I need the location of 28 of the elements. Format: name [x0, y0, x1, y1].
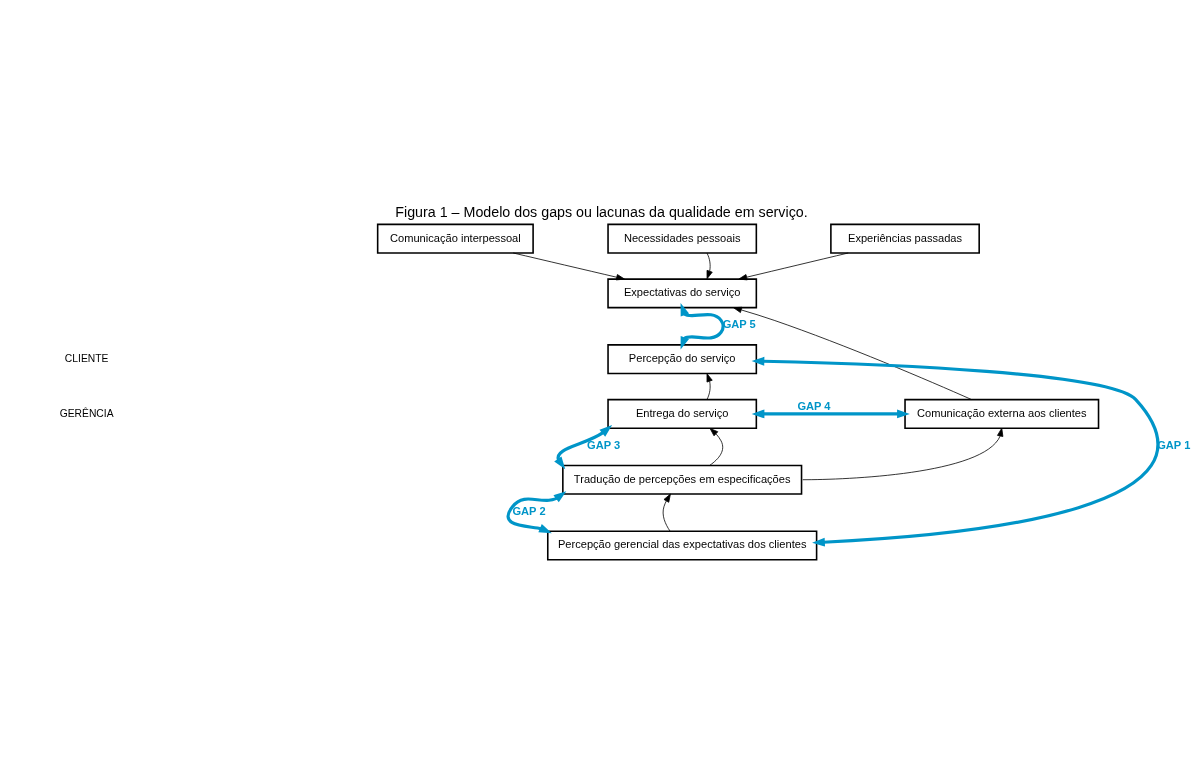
arrow [733, 306, 973, 400]
label: GERÊNCIA [59, 407, 114, 419]
node-box: Necessidades pessoais [607, 223, 758, 254]
node-box: Tradução de percepções em especificações [562, 464, 803, 495]
edge-label: GAP 3 [587, 438, 621, 451]
node-box: Entrega do serviço [607, 398, 758, 429]
label: CLIENTE [64, 352, 109, 364]
node-box: Experiências passadas [830, 223, 980, 254]
arrow [662, 493, 671, 532]
node-box: Expectativas do serviço [607, 278, 758, 309]
arrow [751, 409, 910, 419]
arrow [554, 425, 613, 470]
edge-label: GAP 2 [512, 504, 546, 517]
arrow [751, 356, 1159, 547]
edge-label: GAP 4 [797, 400, 831, 413]
arrow [738, 252, 849, 281]
node-box: Percepção do serviço [607, 344, 758, 375]
arrow [706, 373, 713, 400]
arrow [512, 252, 625, 281]
arrow [706, 252, 713, 280]
arrow [802, 427, 1004, 481]
node-box: Percepção gerencial das expectativas dos clientes [546, 530, 818, 561]
arrow [680, 303, 725, 350]
diagram-title: Figura 1 – Modelo dos gaps ou lacunas da qualidade em serviço. [395, 203, 808, 220]
arrow [506, 491, 567, 534]
node-box: Comunicação interpessoal [376, 223, 534, 254]
arrow [709, 428, 724, 466]
node-box: Comunicação externa aos clientes [904, 398, 1100, 429]
